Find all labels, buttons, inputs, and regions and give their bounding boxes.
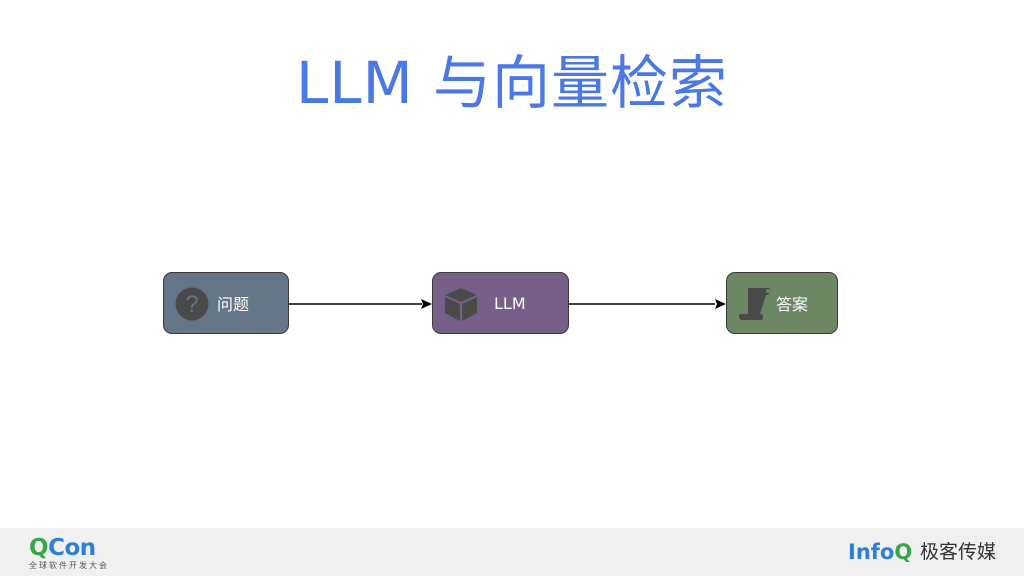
qcon-logo-con: Con bbox=[48, 535, 96, 561]
node-answer[interactable]: 答案 bbox=[726, 272, 838, 334]
infoq-logo-q: Q bbox=[894, 540, 913, 564]
node-llm[interactable]: LLM bbox=[432, 272, 569, 334]
qcon-subtitle: 全球软件开发大会 bbox=[29, 561, 109, 570]
node-answer-label: 答案 bbox=[776, 295, 809, 314]
svg-text:?: ? bbox=[185, 291, 198, 318]
node-question-label: 问题 bbox=[217, 295, 250, 314]
edge-question-to-llm bbox=[289, 299, 432, 309]
footer-bar bbox=[0, 528, 1024, 576]
qcon-logo: QCon bbox=[29, 536, 96, 560]
arrowhead-icon bbox=[715, 299, 726, 309]
node-question[interactable]: ? 问题 bbox=[163, 272, 289, 334]
infoq-logo-info: Info bbox=[848, 540, 895, 564]
qcon-logo-q: Q bbox=[29, 535, 49, 561]
arrowhead-icon bbox=[421, 299, 432, 309]
question-circle-icon: ? bbox=[175, 287, 209, 321]
infoq-logo: InfoQ bbox=[848, 539, 912, 565]
slide-title: LLM 与向量检索 bbox=[295, 49, 729, 117]
geek-media-text: 极客传媒 bbox=[920, 541, 997, 563]
edge-llm-to-answer bbox=[569, 299, 726, 309]
node-llm-label: LLM bbox=[494, 293, 526, 313]
cube-icon bbox=[445, 288, 477, 321]
scroll-icon bbox=[739, 288, 771, 320]
